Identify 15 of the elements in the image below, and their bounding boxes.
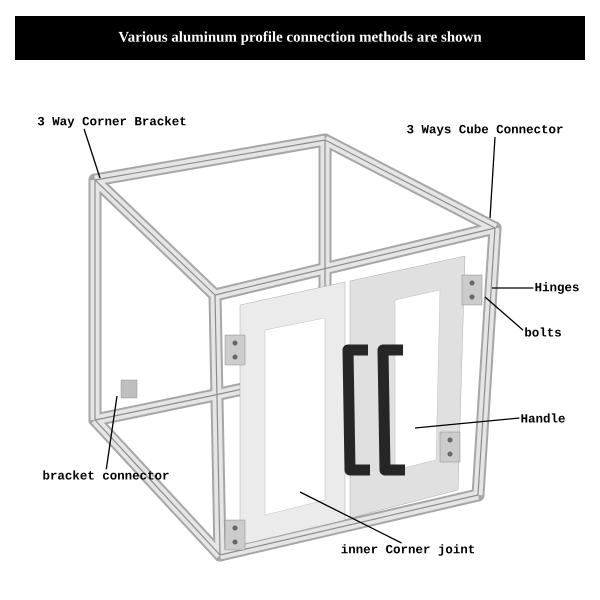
title-banner: Various aluminum profile connection methods are shown xyxy=(15,16,586,60)
part-label: bracket connector xyxy=(43,470,169,480)
leader-line xyxy=(414,417,520,429)
part-label: 3 Way Corner Bracket xyxy=(38,116,186,128)
leader-line xyxy=(83,128,101,178)
leader-line xyxy=(300,491,402,544)
leader-line xyxy=(106,396,118,470)
leader-line xyxy=(492,287,534,289)
part-label: inner Corner joint xyxy=(341,544,474,556)
part-label: bolts xyxy=(525,327,561,337)
part-label: Handle xyxy=(521,413,565,423)
part-label: Hinges xyxy=(535,282,579,294)
part-label: 3 Ways Cube Connector xyxy=(407,124,563,136)
leader-line xyxy=(489,136,496,218)
leader-line xyxy=(484,296,524,331)
